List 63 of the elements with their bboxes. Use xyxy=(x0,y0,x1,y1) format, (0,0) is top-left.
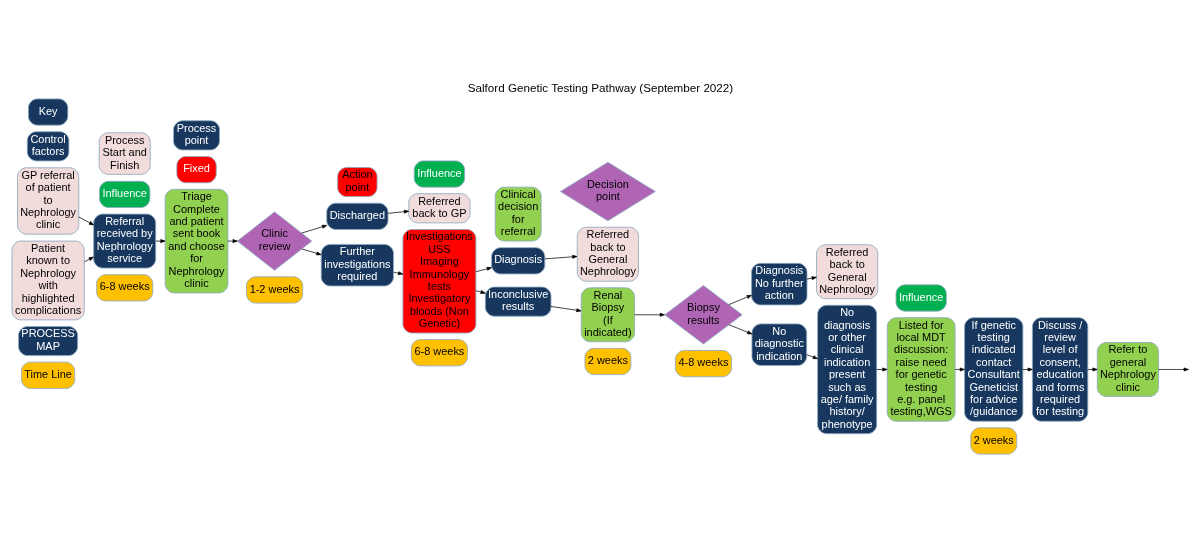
node-box: Time Line xyxy=(21,361,76,389)
node-box: Triage Complete and patient sent book and choose for Nephrology clinic xyxy=(164,188,229,293)
node-box: No diagnostic indication xyxy=(751,322,808,366)
arrow xyxy=(387,209,409,214)
node-box: Refer to general Nephrology clinic xyxy=(1096,341,1159,397)
node-box: 2 weeks xyxy=(584,347,632,375)
node-box: Action point xyxy=(337,166,378,197)
arrow xyxy=(393,270,404,275)
arrow xyxy=(550,305,582,312)
arrow xyxy=(84,256,94,262)
node-box: Listed for local MDT discussion: raise need for genetic testing e.g. panel testing,WGS xyxy=(886,316,956,422)
node-box: Patient known to Nephrology with highlighted complications xyxy=(11,240,85,320)
arrow xyxy=(544,254,578,259)
node-box: 6-8 weeks xyxy=(96,273,154,301)
arrow xyxy=(806,353,818,359)
node-box: 1-2 weeks xyxy=(246,275,304,304)
node-box: Discuss / review level of consent, education and forms required for testing xyxy=(1031,316,1089,422)
node-box: Further investigations required xyxy=(320,243,394,286)
node-diamond: Clinic review xyxy=(236,211,313,271)
node-box: Influence xyxy=(895,283,947,312)
node-box: Diagnosis xyxy=(491,246,546,274)
arrow xyxy=(1022,367,1033,371)
diagram-title: Salford Genetic Testing Pathway (September 2022) xyxy=(467,80,734,94)
arrow xyxy=(78,216,95,225)
node-box: 6-8 weeks xyxy=(410,338,468,366)
node-box: Influence xyxy=(413,159,465,188)
node-box: Key xyxy=(27,97,69,126)
arrow xyxy=(876,367,888,371)
node-box: Referral received by Nephrology service xyxy=(93,213,157,269)
arrow xyxy=(301,224,328,233)
node-box: Fixed xyxy=(176,155,217,183)
node-box: 2 weeks xyxy=(970,426,1018,454)
arrow xyxy=(806,275,817,280)
node-box: Renal Biopsy (If indicated) xyxy=(580,286,635,342)
node-box: Discharged xyxy=(326,202,389,230)
node-box: Referred back to General Nephrology xyxy=(576,226,639,282)
node-box: If genetic testing indicated contact Consultant Geneticist for advice /guidance xyxy=(964,316,1024,422)
arrow xyxy=(1087,367,1098,371)
arrow xyxy=(728,323,753,334)
arrow xyxy=(301,248,322,255)
arrow xyxy=(155,238,166,243)
node-box: PROCESS MAP xyxy=(18,325,79,356)
node-box: Investigations USS Imaging Immunology tests Investigatory bloods (Non Genetic) xyxy=(402,228,477,333)
node-box: Process point xyxy=(173,119,220,150)
node-diamond: Biopsy results xyxy=(664,284,743,344)
node-box: No diagnosis or other clinical indication present such as age/ family history/ phenotype xyxy=(817,304,878,434)
node-box: Process Start and Finish xyxy=(98,131,151,175)
node-box: GP referral of patient to Nephrology clinic xyxy=(17,166,80,235)
arrow xyxy=(475,289,486,294)
arrow xyxy=(475,266,492,272)
node-box: Diagnosis No further action xyxy=(751,262,808,305)
arrow xyxy=(634,312,665,317)
arrow xyxy=(728,294,752,305)
node-diamond: Decision point xyxy=(560,161,656,221)
node-box: Clinical decision for referral xyxy=(494,186,542,242)
arrow xyxy=(954,367,965,371)
arrow xyxy=(227,238,238,243)
node-box: Referred back to GP xyxy=(408,192,471,223)
node-box: Control factors xyxy=(26,130,70,161)
node-box: 4-8 weeks xyxy=(674,349,732,377)
node-box: Inconclusive results xyxy=(484,286,552,317)
node-box: Influence xyxy=(99,180,151,208)
node-box: Referred back to General Nephrology xyxy=(816,243,879,299)
